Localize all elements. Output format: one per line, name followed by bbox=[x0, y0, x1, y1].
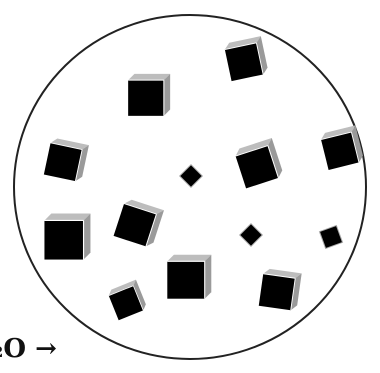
cube-particle-3 bbox=[44, 137, 89, 182]
caption-text: ₂O → bbox=[0, 336, 57, 362]
cube-particle-2 bbox=[128, 74, 170, 116]
cube-particle-6 bbox=[44, 214, 90, 260]
cube-particle-9 bbox=[259, 268, 302, 311]
cube-particle-1 bbox=[224, 36, 269, 81]
cube-particle-8 bbox=[167, 255, 211, 299]
